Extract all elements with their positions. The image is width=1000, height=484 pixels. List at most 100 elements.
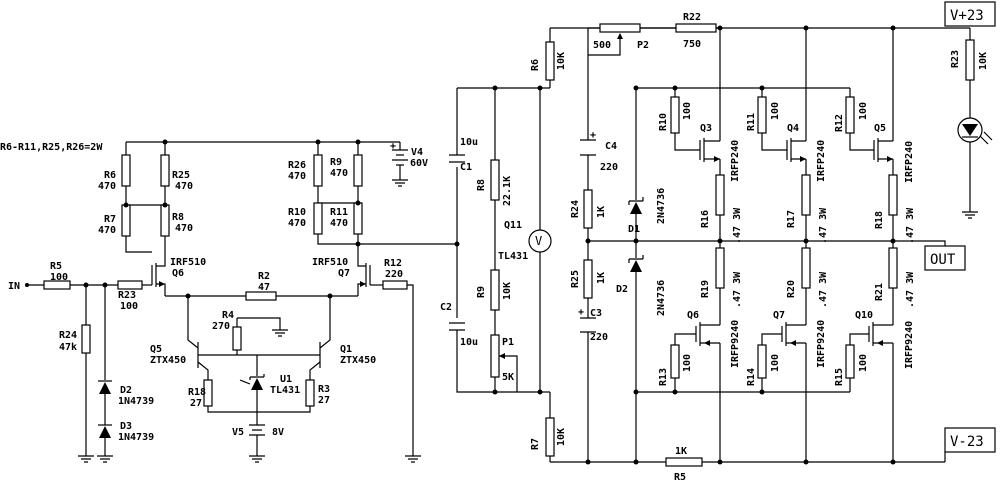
type-Q3: IRFP240: [730, 140, 741, 182]
label-R17: R17: [786, 210, 797, 228]
value-R12: 220: [385, 269, 403, 280]
value-R13: 100: [682, 354, 693, 372]
label-R13: R13: [658, 368, 669, 386]
positive-rail-label: V+23: [950, 8, 984, 24]
negative-rail-label: V-23: [950, 434, 984, 450]
label-R5a: R5: [50, 261, 62, 272]
value-R26b: 470: [288, 171, 306, 182]
potentiometer-P2: [599, 23, 641, 33]
label-Q10: Q10: [855, 310, 873, 321]
label-R12c: R12: [834, 114, 845, 132]
value-R11b: 470: [330, 218, 348, 229]
value-R24: 47k: [59, 342, 77, 353]
type-Q10: IRFP9240: [904, 321, 915, 369]
value-R8a: 470: [175, 223, 193, 234]
resistor-R24-middle: [583, 189, 593, 229]
label-C4: C4: [605, 141, 617, 152]
label-R25c: R25: [570, 270, 581, 288]
label-R19: R19: [700, 280, 711, 298]
label-R23a: R23: [118, 290, 136, 301]
value-R24c: 1K: [596, 206, 607, 218]
resistor-R12-left: [382, 280, 408, 290]
value-R6a: 470: [98, 181, 116, 192]
resistor-R12-gate: [845, 96, 855, 134]
value-R12c: 100: [858, 102, 869, 120]
type-Q7c: IRFP9240: [816, 320, 827, 368]
type-Q1a: ZTX450: [340, 355, 376, 366]
resistor-R6-left: [121, 154, 131, 187]
label-Q7a: Q7: [338, 268, 350, 279]
label-R18c: R18: [874, 211, 885, 229]
label-R21: R21: [874, 283, 885, 301]
label-R2: R2: [258, 271, 270, 282]
value-P1: 5K: [502, 372, 514, 383]
resistor-R13: [670, 344, 680, 379]
label-R18a: R18: [188, 387, 206, 398]
plus-C4: +: [590, 130, 596, 141]
resistor-R17: [801, 174, 811, 216]
label-P2: P2: [637, 40, 649, 51]
resistor-R9-middle: [490, 269, 500, 311]
value-R8b: 22.1K: [502, 176, 513, 206]
rail-positive-box: [944, 1, 996, 27]
value-R25a: 470: [175, 181, 193, 192]
label-R7a: R7: [104, 214, 116, 225]
resistor-R19: [715, 247, 725, 289]
type-Q5a: ZTX450: [150, 355, 186, 366]
value-R20: .47 3W: [818, 271, 829, 308]
label-D2c: D2: [616, 284, 628, 295]
label-R26b: R26: [288, 160, 306, 171]
value-R10b: 470: [288, 218, 306, 229]
potentiometer-P1: [490, 334, 500, 378]
type-Q11: TL431: [498, 251, 528, 262]
plus-C3: +: [578, 307, 584, 318]
label-R6a: R6: [104, 170, 116, 181]
type-Q5c: IRFP240: [904, 141, 915, 183]
label-D3: D3: [120, 421, 132, 432]
value-R19: .47 3W: [732, 271, 743, 308]
label-V4: V4: [411, 147, 423, 158]
label-U1: U1: [280, 374, 292, 385]
label-D2a: D2: [120, 385, 132, 396]
label-D1: D1: [628, 224, 640, 235]
type-Q6c: IRFP9240: [730, 320, 741, 368]
label-R11b: R11: [330, 207, 348, 218]
label-P1: P1: [502, 337, 514, 348]
label-R10c: R10: [658, 113, 669, 131]
value-P2: 500: [593, 40, 611, 51]
label-Q11: Q11: [504, 220, 522, 231]
meter-label: V: [535, 234, 542, 248]
label-C3: C3: [590, 308, 602, 319]
resistor-R8-middle: [490, 159, 500, 201]
value-R18c: .47 3W: [905, 207, 916, 244]
resistor-R11-gate: [757, 96, 767, 134]
resistor-R23-left: [117, 280, 143, 290]
resistor-R9-left: [353, 154, 363, 187]
resistor-R10-gate: [670, 96, 680, 134]
label-R3: R3: [318, 384, 330, 395]
label-Q4: Q4: [787, 123, 799, 134]
label-C1: C1: [460, 162, 472, 173]
value-R16: .47 3W: [732, 207, 743, 244]
label-R24: R24: [59, 330, 77, 341]
label-Q6a: Q6: [172, 268, 184, 279]
resistor-R5-bottom: [665, 457, 703, 467]
label-R25a: R25: [172, 170, 190, 181]
value-R25c: 1K: [596, 272, 607, 284]
voltmeter-icon: [528, 229, 552, 253]
label-Q5a: Q5: [150, 344, 162, 355]
value-R15: 100: [858, 354, 869, 372]
label-Q3: Q3: [700, 123, 712, 134]
value-R4: 270: [212, 321, 230, 332]
output-box: [924, 245, 966, 271]
resistor-R25-left: [160, 154, 170, 187]
label-R7c: R7: [530, 438, 541, 450]
resistor-R24-left: [81, 324, 91, 354]
label-Q1a: Q1: [340, 344, 352, 355]
resistor-R2: [245, 291, 277, 301]
type-Q7a: IRF510: [312, 257, 348, 268]
label-R9c: R9: [476, 286, 487, 298]
value-R9b: 470: [330, 168, 348, 179]
